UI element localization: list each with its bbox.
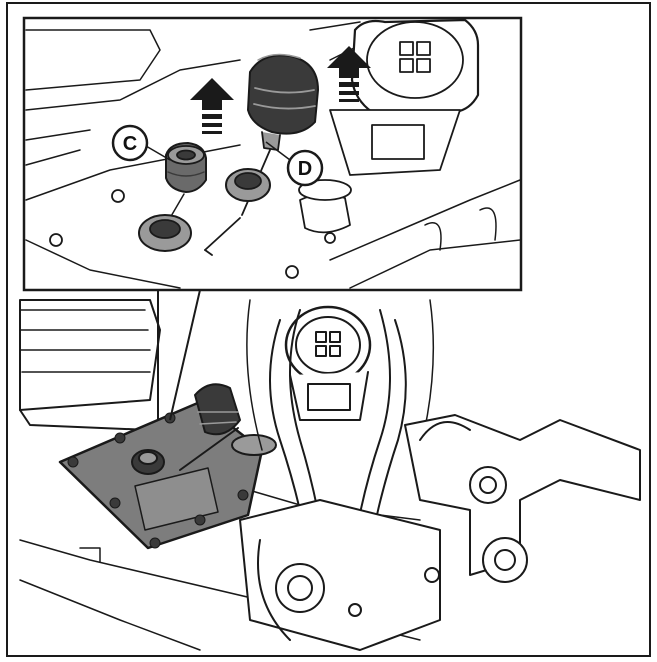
- up-arrow-icon: [190, 78, 234, 134]
- callout-wedge: [157, 289, 201, 421]
- plate-bolts: [67, 412, 249, 549]
- engine-housing: [19, 299, 161, 411]
- callout-d-label: D: [298, 158, 312, 180]
- lower-bracket: [79, 499, 441, 651]
- inset-fuel-cap: [298, 18, 480, 234]
- dipstick-installed: [179, 383, 277, 471]
- callout-c-label: C: [123, 133, 137, 155]
- outer-frame: [6, 2, 651, 657]
- main-view: [19, 299, 641, 651]
- inset-view: C D: [22, 16, 523, 292]
- callout-c: C: [111, 124, 171, 162]
- dipstick-removed: [204, 53, 319, 256]
- pivot-bracket: [404, 414, 641, 583]
- fuel-cap: [284, 305, 372, 421]
- up-arrow-icon: [327, 46, 371, 102]
- plug-c-removed: [138, 142, 207, 252]
- callout-d: D: [265, 141, 324, 187]
